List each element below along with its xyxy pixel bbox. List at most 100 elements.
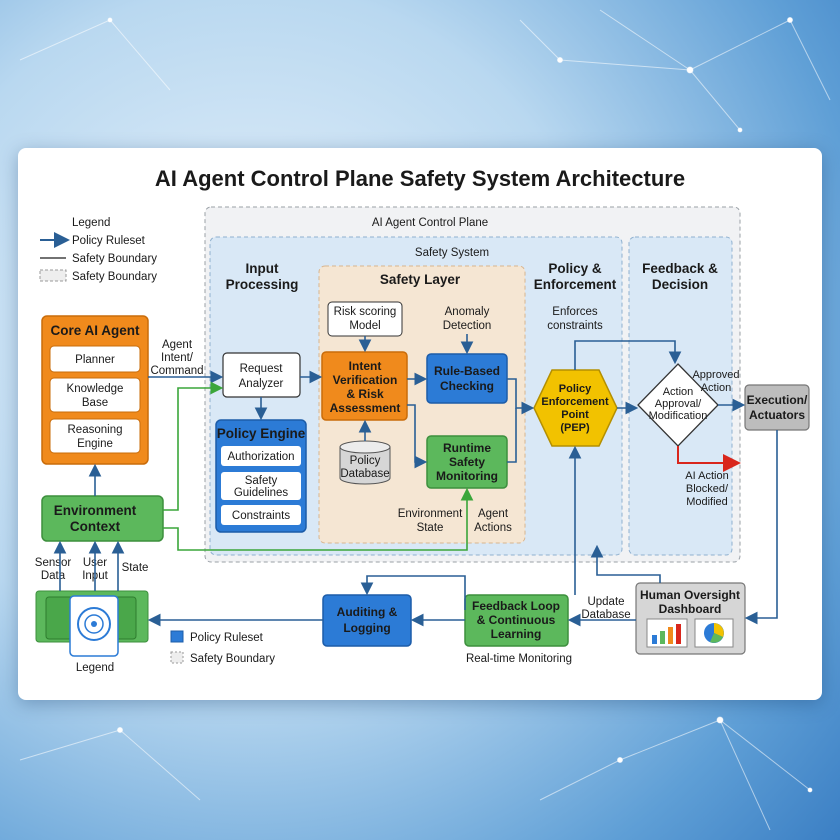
edge-environment-to-analyzer [163,381,224,511]
runtime-monitoring-label: Monitoring [436,469,498,483]
safety-guidelines-label: Guidelines [234,487,289,499]
edge-runtime-to-pep [507,408,517,463]
intent-verification-label: & Risk [346,387,384,401]
knowledge-base-label: Knowledge [67,383,124,395]
edge-execution-to-dashboard [744,430,778,625]
decision-label: Action [663,386,694,398]
runtime-monitoring-label: Safety [449,455,485,469]
edge-pep-to-decision [574,340,682,370]
intent-verification-label: Intent [349,359,382,373]
enforces-constraints-label: constraints [547,320,603,332]
input-processing-label: Input [246,261,279,276]
environment-state-label: State [417,522,444,534]
agent-actions-label: Actions [474,522,512,534]
edge-intent-to-runtime [407,404,428,469]
execution-actuators[interactable]: Execution/ Actuators [744,384,810,431]
sensor-legend-label: Legend [76,662,114,674]
policy-engine-title: Policy Engine [217,426,306,441]
request-analyzer[interactable]: Request Analyzer [222,352,301,398]
legend-bottom: Policy Ruleset Safety Boundary [170,630,275,665]
feedback-loop-label: & Continuous [477,613,556,627]
core-ai-agent[interactable]: Core AI Agent Planner Knowledge Base Rea… [41,315,149,465]
reasoning-engine-label: Reasoning [68,424,123,436]
page-title: AI Agent Control Plane Safety System Arc… [155,166,685,191]
safety-guidelines-box[interactable] [221,472,301,500]
sensor-data-label: Data [41,570,66,582]
state-label: State [122,562,149,574]
pep-label: Point [561,409,589,421]
decision-label: Modification [649,410,708,422]
request-analyzer-label: Analyzer [239,378,284,390]
legend-bottom-item: Safety Boundary [190,653,275,665]
auditing-logging[interactable]: Auditing & Logging [322,594,412,647]
rule-checking-label: Rule-Based [434,364,500,378]
blocked-action-label: AI Action [685,470,728,482]
knowledge-base-box[interactable] [49,377,141,413]
rule-checking-label: Checking [440,379,494,393]
edge-feedback-to-audit-top [360,575,466,610]
policy-engine[interactable]: Policy Engine Authorization Safety Guide… [215,419,307,533]
environment-context[interactable]: Environment Context [41,495,164,542]
human-oversight-dashboard[interactable]: Human Oversight Dashboard [635,582,746,655]
runtime-safety-monitoring[interactable]: Runtime Safety Monitoring [426,435,508,489]
policy-database[interactable]: Policy Database [339,440,391,485]
environment-context-label: Environment [54,503,137,518]
planner-box[interactable] [49,345,141,373]
policy-database-label: Policy [350,455,381,467]
constraints-label: Constraints [232,510,290,522]
sensor-data-label: Sensor [35,557,72,569]
policy-enforcement-label: Policy & [548,261,602,276]
dashboard-label: Human Oversight [640,588,740,602]
update-database-label: Database [581,609,630,621]
risk-scoring-model[interactable]: Risk scoring Model [327,301,403,337]
control-plane-label: AI Agent Control Plane [372,217,488,229]
reasoning-engine-box[interactable] [49,418,141,454]
action-approval-decision[interactable]: Action Approval/ Modification [637,363,719,447]
legend-dashed-swatch-icon [170,651,184,664]
approved-action-label: Action [701,382,732,394]
feedback-decision-label: Decision [652,277,708,292]
intent-verification-label: Verification [333,373,398,387]
authorization-box[interactable] [221,446,301,466]
policy-enforcement-label: Enforcement [534,277,617,292]
agent-actions-label: Agent [478,508,509,520]
agent-intent-label: Intent/ [161,352,194,364]
sensor-icon[interactable] [35,590,149,657]
runtime-monitoring-label: Runtime [443,441,491,455]
decision-label: Approval/ [655,398,702,410]
reasoning-engine-label: Engine [77,438,113,450]
anomaly-detection-label: Anomaly [445,306,490,318]
core-agent-title: Core AI Agent [50,323,140,338]
risk-model-label: Model [349,320,380,332]
safety-system-label: Safety System [415,247,489,259]
constraints-box[interactable] [221,505,301,525]
knowledge-base-label: Base [82,397,108,409]
policy-database-label: Database [340,468,389,480]
authorization-label: Authorization [227,451,294,463]
agent-intent-label: Command [150,365,203,377]
legend-item: Safety Boundary [72,253,157,265]
auditing-label: Auditing & [337,605,398,619]
dashboard-label: Dashboard [659,602,722,616]
legend-heading: Legend [72,217,110,229]
feedback-loop[interactable]: Feedback Loop & Continuous Learning [464,594,569,647]
policy-enforcement-point[interactable]: Policy Enforcement Point (PEP) [533,369,618,447]
feedback-decision-label: Feedback & [642,261,718,276]
risk-model-label: Risk scoring [334,306,397,318]
legend-item: Safety Boundary [72,271,157,283]
intent-verification-label: Assessment [330,401,401,415]
enforces-constraints-label: Enforces [552,306,598,318]
legend-dashed-box-icon [39,269,67,282]
update-database-label: Update [587,596,624,608]
rule-based-checking[interactable]: Rule-Based Checking [426,353,508,404]
environment-context-label: Context [70,519,121,534]
feedback-loop-label: Learning [491,627,542,641]
pep-label: Policy [559,383,592,395]
pie-chart-icon [694,618,734,648]
planner-label: Planner [75,354,115,366]
legend-item: Policy Ruleset [72,235,146,247]
intent-verification[interactable]: Intent Verification & Risk Assessment [321,351,408,421]
execution-label: Actuators [749,408,805,422]
